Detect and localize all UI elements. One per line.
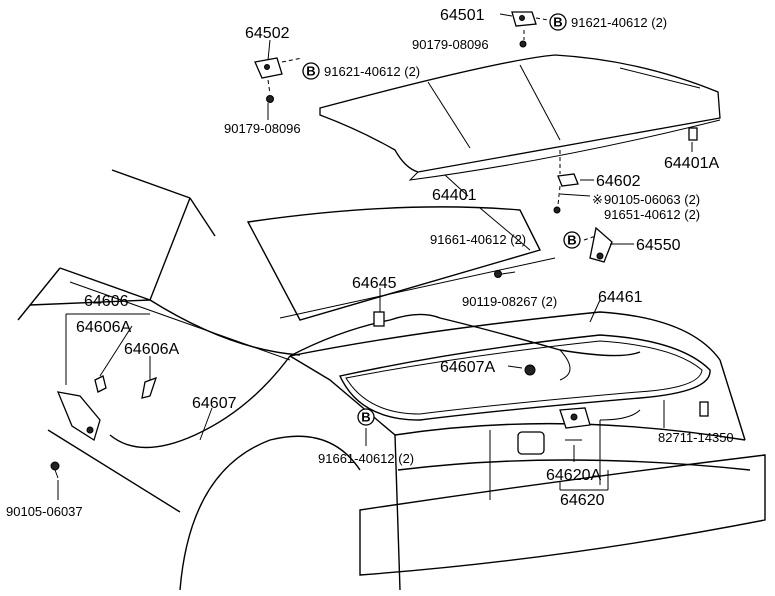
bolt-marker-top: B bbox=[549, 13, 567, 31]
label-64620: 64620 bbox=[560, 492, 605, 509]
label-90119: 90119-08267 (2) bbox=[462, 294, 557, 309]
asterisk-marker: ※ bbox=[592, 192, 603, 207]
label-64401: 64401 bbox=[432, 187, 477, 204]
label-91651: 91651-40612 (2) bbox=[604, 207, 700, 222]
label-91661-upper: 91661-40612 (2) bbox=[430, 232, 526, 247]
hinge-64501 bbox=[511, 11, 549, 48]
lock-64550 bbox=[583, 226, 613, 263]
release-lever-64606 bbox=[50, 375, 158, 479]
bolt-marker-left: B bbox=[302, 62, 320, 80]
label-91621-top: 91621-40612 (2) bbox=[571, 15, 667, 30]
label-91661-lower: 91661-40612 (2) bbox=[318, 451, 414, 466]
release-cable bbox=[109, 313, 641, 449]
label-90105-06037: 90105-06037 bbox=[6, 504, 83, 519]
weatherstrip-seal bbox=[339, 334, 711, 421]
label-64620A: 64620A bbox=[546, 467, 601, 484]
label-64461: 64461 bbox=[598, 289, 643, 306]
label-64501: 64501 bbox=[440, 7, 485, 24]
part-labels: 64501 91621-40612 (2) 90179-08096 64502 … bbox=[6, 7, 734, 519]
leader-lines bbox=[57, 13, 693, 500]
car-body-outline bbox=[17, 169, 766, 591]
label-64502: 64502 bbox=[245, 25, 290, 42]
label-64602: 64602 bbox=[596, 173, 641, 190]
label-90179-left: 90179-08096 bbox=[224, 121, 301, 136]
label-64606A-1: 64606A bbox=[76, 319, 131, 336]
cushion-64645 bbox=[373, 311, 385, 327]
stopper-64401A bbox=[688, 127, 698, 141]
svg-text:B: B bbox=[567, 233, 576, 248]
label-64550: 64550 bbox=[636, 237, 681, 254]
svg-text:B: B bbox=[306, 64, 315, 79]
label-64401A: 64401A bbox=[664, 155, 719, 172]
bolt-marker-right: B bbox=[563, 231, 581, 249]
lock-assy-64620 bbox=[559, 407, 591, 441]
label-91621-left: 91621-40612 (2) bbox=[324, 64, 420, 79]
striker-64602 bbox=[553, 150, 579, 214]
svg-text:B: B bbox=[361, 410, 370, 425]
trunk-lid-panel bbox=[319, 54, 721, 181]
label-90105-06063: 90105-06063 (2) bbox=[604, 192, 700, 207]
bracket-82711 bbox=[699, 401, 709, 417]
svg-text:B: B bbox=[553, 15, 562, 30]
label-64606A-2: 64606A bbox=[124, 341, 179, 358]
label-64607: 64607 bbox=[192, 395, 237, 412]
label-64645: 64645 bbox=[352, 275, 397, 292]
clip-90119 bbox=[494, 270, 516, 278]
lock-64607A bbox=[524, 364, 536, 376]
hinge-64502 bbox=[254, 57, 303, 103]
label-82711: 82711-14350 bbox=[658, 430, 734, 445]
label-64606: 64606 bbox=[84, 293, 129, 310]
label-64607A: 64607A bbox=[440, 359, 495, 376]
label-90179-top: 90179-08096 bbox=[412, 37, 489, 52]
bolt-marker-lower: B bbox=[357, 408, 375, 426]
